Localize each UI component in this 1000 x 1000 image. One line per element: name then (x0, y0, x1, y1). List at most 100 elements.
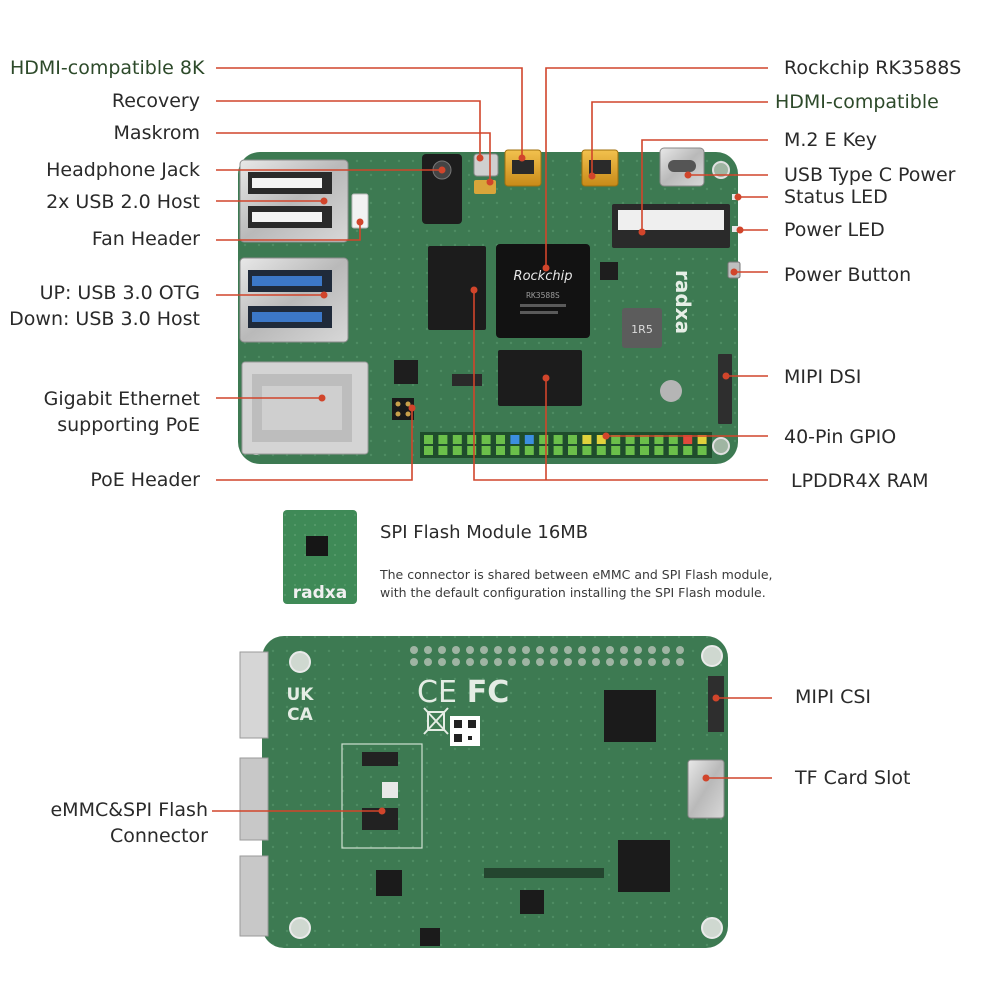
label-gpio: 40-Pin GPIO (784, 426, 897, 448)
soc-model-text: RK3588S (526, 291, 560, 300)
gpio-hole (494, 646, 502, 654)
gpio-hole (578, 658, 586, 666)
gpio-hole (676, 646, 684, 654)
gpio-pin (654, 435, 664, 444)
gpio-pin (596, 435, 606, 444)
label-ram: LPDDR4X RAM (791, 470, 929, 492)
gpio-pin (553, 446, 563, 455)
emmc-spi-connector (341, 743, 423, 849)
inductor: 1R5 (622, 308, 662, 348)
gpio-hole (592, 658, 600, 666)
gpio-pin (424, 446, 433, 455)
mipi-dsi-connector (718, 354, 732, 424)
spi-module-note: The connector is shared between eMMC and… (380, 566, 773, 602)
label-soc: Rockchip RK3588S (784, 57, 962, 79)
label-power-led: Power LED (784, 219, 885, 241)
gpio-hole (634, 658, 642, 666)
top-board: Rockchip RK3588S 1R5 radxa (238, 147, 741, 464)
ram-chip-left (428, 246, 486, 330)
label-hdmi: HDMI-compatible (775, 91, 939, 113)
gpio-pin (697, 435, 707, 444)
label-emmc-1: eMMC&SPI Flash (50, 799, 208, 821)
tf-card-slot (687, 759, 725, 819)
gpio-pin (539, 446, 549, 455)
gpio-pin (452, 446, 462, 455)
gpio-hole (508, 658, 516, 666)
gpio-pin (496, 435, 505, 444)
gpio-pin (424, 435, 433, 444)
gpio-hole (410, 646, 418, 654)
label-usb3-up: UP: USB 3.0 OTG (39, 282, 200, 304)
gpio-pin (640, 446, 649, 455)
gpio-pin (568, 435, 577, 444)
gpio-pin (611, 435, 621, 444)
gpio-hole (424, 646, 432, 654)
gpio-hole (438, 646, 446, 654)
label-maskrom: Maskrom (113, 122, 200, 144)
gpio-hole (494, 658, 502, 666)
gpio-pin (467, 446, 477, 455)
gpio-hole (564, 658, 572, 666)
gpio-pin (510, 435, 520, 444)
label-recovery: Recovery (111, 90, 200, 112)
gpio-hole (466, 646, 474, 654)
soc-brand-text: Rockchip (514, 269, 573, 284)
ethernet-port (241, 361, 369, 455)
gpio-pin (582, 435, 592, 444)
label-poe-header: PoE Header (90, 469, 200, 491)
headphone-jack-edge (420, 928, 440, 946)
small-ic (600, 262, 618, 280)
gpio-pin (568, 446, 577, 455)
small-ic (452, 374, 482, 386)
gpio-pin (510, 446, 520, 455)
inductor-label: 1R5 (631, 323, 653, 336)
gpio-hole (606, 646, 614, 654)
gpio-pin (582, 446, 592, 455)
gpio-hole (522, 646, 530, 654)
ic-chip (618, 840, 670, 892)
label-usb3-down: Down: USB 3.0 Host (9, 308, 200, 330)
gpio-pin (683, 435, 693, 444)
spi-flash-module: radxa (283, 510, 357, 604)
gpio-pin (452, 435, 462, 444)
label-usb2: 2x USB 2.0 Host (46, 191, 200, 213)
gpio-hole (662, 658, 670, 666)
soc-chip: Rockchip RK3588S (496, 244, 590, 338)
gpio-pin (625, 446, 635, 455)
m2-slot (612, 204, 730, 248)
gpio-pin (596, 446, 606, 455)
gpio-hole (662, 646, 670, 654)
bottom-board: UK CA CE FC (239, 636, 728, 948)
gpio-pin (611, 446, 621, 455)
poe-header (392, 398, 414, 420)
gpio-pin (438, 446, 448, 455)
power-led (732, 226, 740, 232)
gpio-hole (606, 658, 614, 666)
label-status-led: Status LED (784, 186, 888, 208)
gpio-hole (452, 646, 460, 654)
ukca-mark-bottom: CA (287, 705, 313, 725)
label-ethernet-2: supporting PoE (57, 414, 200, 436)
small-component (660, 380, 682, 402)
label-fan-header: Fan Header (91, 228, 200, 250)
gpio-hole (522, 658, 530, 666)
gpio-pin (481, 446, 491, 455)
usb3-ports (239, 257, 349, 343)
usb3-edge (239, 757, 269, 841)
label-emmc-2: Connector (110, 825, 208, 847)
label-hdmi-8k: HDMI-compatible 8K (10, 57, 205, 79)
gpio-pin (539, 435, 549, 444)
ic-chip (604, 690, 656, 742)
ram-chip-bottom (498, 350, 582, 406)
mount-hole (712, 161, 730, 179)
top-leader-dots (318, 154, 744, 440)
gpio-hole (466, 658, 474, 666)
usb-c-port (659, 147, 705, 187)
gpio-hole (634, 646, 642, 654)
gpio-hole (648, 646, 656, 654)
mipi-csi-connector (708, 676, 724, 732)
gpio-hole (480, 658, 488, 666)
headphone-jack (422, 154, 462, 224)
mount-hole (701, 645, 723, 667)
gpio-hole (424, 658, 432, 666)
